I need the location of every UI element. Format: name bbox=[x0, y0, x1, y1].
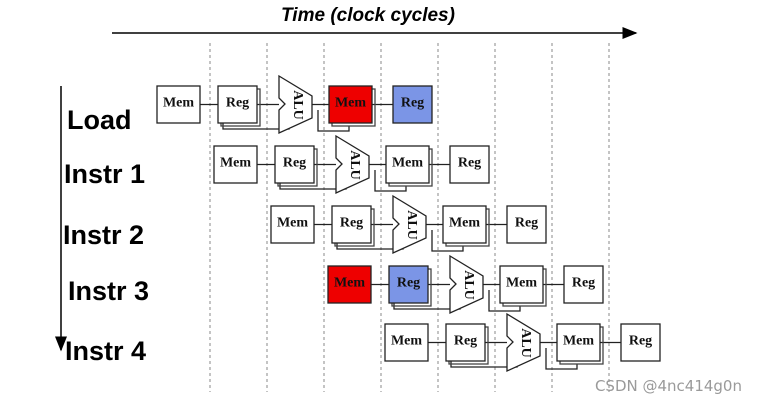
stage-box bbox=[328, 85, 373, 124]
stage-label: Reg bbox=[458, 156, 481, 171]
stage-label: Mem bbox=[392, 156, 423, 171]
stage-label: Reg bbox=[401, 96, 424, 111]
stage-label: Mem bbox=[335, 96, 366, 111]
stage-box bbox=[213, 145, 258, 184]
stage-box bbox=[392, 85, 433, 124]
stage-label: Reg bbox=[629, 334, 652, 349]
time-axis: Time (clock cycles) bbox=[112, 5, 638, 39]
stage-box bbox=[499, 265, 544, 304]
instruction-label: Instr 2 bbox=[63, 220, 144, 250]
instruction-label: Instr 3 bbox=[68, 276, 149, 306]
pipeline-row: Mem Reg ALU Mem Reg bbox=[156, 74, 433, 135]
alu-shape bbox=[392, 194, 427, 255]
alu-shape bbox=[449, 254, 484, 315]
instruction-label: Instr 4 bbox=[65, 336, 146, 366]
stage-box bbox=[327, 265, 372, 304]
stage-label: Mem bbox=[220, 156, 251, 171]
pipeline-row: Mem Reg ALU Mem Reg bbox=[384, 312, 661, 373]
stage-label: ALU bbox=[404, 210, 419, 240]
stage-label: Mem bbox=[391, 334, 422, 349]
stage-box bbox=[270, 205, 315, 244]
stage-label: Mem bbox=[506, 276, 537, 291]
instruction-label: Load bbox=[67, 105, 132, 135]
stage-label: Mem bbox=[449, 216, 480, 231]
stage-label: Reg bbox=[340, 216, 363, 231]
pipeline-row: Mem Reg ALU Mem Reg bbox=[213, 134, 490, 195]
stage-box bbox=[563, 265, 604, 304]
stage-box bbox=[620, 323, 661, 362]
time-axis-title: Time (clock cycles) bbox=[281, 5, 455, 26]
stage-label: Mem bbox=[563, 334, 594, 349]
bypass-wire bbox=[374, 170, 407, 192]
bypass-wire bbox=[488, 290, 521, 312]
stage-box bbox=[156, 85, 201, 124]
stage-label: Reg bbox=[572, 276, 595, 291]
bypass-wire bbox=[545, 348, 578, 370]
stage-label: Reg bbox=[397, 276, 420, 291]
stage-box bbox=[556, 323, 601, 362]
stage-box bbox=[388, 265, 429, 304]
stage-box bbox=[384, 323, 429, 362]
stage-box bbox=[445, 323, 486, 362]
stage-box bbox=[217, 85, 258, 124]
stage-box bbox=[331, 205, 372, 244]
stage-label: ALU bbox=[347, 150, 362, 180]
pipeline-row: Mem Reg ALU Mem Reg bbox=[270, 194, 547, 255]
stage-label: ALU bbox=[461, 270, 476, 300]
stage-label: ALU bbox=[290, 90, 305, 120]
stage-label: Mem bbox=[334, 276, 365, 291]
alu-shape bbox=[506, 312, 541, 373]
alu-shape bbox=[278, 74, 313, 135]
stage-label: Mem bbox=[277, 216, 308, 231]
bypass-wire bbox=[317, 110, 350, 132]
stage-box bbox=[274, 145, 315, 184]
stage-box bbox=[385, 145, 430, 184]
stage-box bbox=[506, 205, 547, 244]
stage-label: Mem bbox=[163, 96, 194, 111]
stage-label: ALU bbox=[518, 328, 533, 358]
stage-box bbox=[449, 145, 490, 184]
instruction-label: Instr 1 bbox=[64, 159, 145, 189]
stage-label: Reg bbox=[283, 156, 306, 171]
pipeline-row: Mem Reg ALU Mem Reg bbox=[327, 254, 604, 315]
stage-box bbox=[442, 205, 487, 244]
stage-label: Reg bbox=[454, 334, 477, 349]
bypass-wire bbox=[431, 230, 464, 252]
watermark: CSDN @4nc414g0n bbox=[595, 377, 742, 395]
cycle-grid bbox=[209, 43, 610, 392]
stage-label: Reg bbox=[515, 216, 538, 231]
stage-label: Reg bbox=[226, 96, 249, 111]
alu-shape bbox=[335, 134, 370, 195]
